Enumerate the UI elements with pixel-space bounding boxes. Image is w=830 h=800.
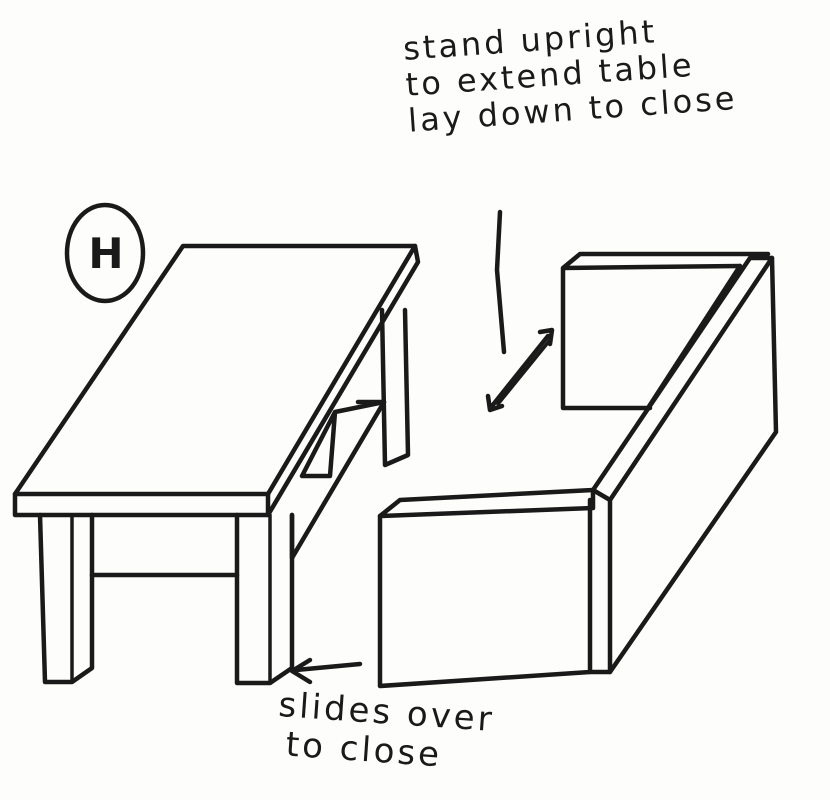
front-left-leg (40, 515, 92, 682)
tabletop-front-edge (15, 494, 268, 515)
upright-annotation: stand upright to extend table lay down t… (402, 9, 739, 139)
slide-annotation: slides over to close (275, 686, 496, 779)
front-right-leg (237, 515, 292, 683)
rotate-arrow (488, 212, 552, 410)
box-side-rim (593, 258, 772, 500)
side-apron (292, 402, 384, 558)
slide-arrow (292, 660, 360, 682)
box-front (380, 500, 590, 686)
figure-label: H (66, 203, 146, 303)
storage-box (380, 254, 776, 686)
box-front-rim (380, 490, 593, 516)
back-right-leg (382, 310, 408, 465)
coffee-table (15, 246, 418, 683)
box-corner-post (590, 490, 610, 672)
box-back-line (648, 266, 740, 408)
